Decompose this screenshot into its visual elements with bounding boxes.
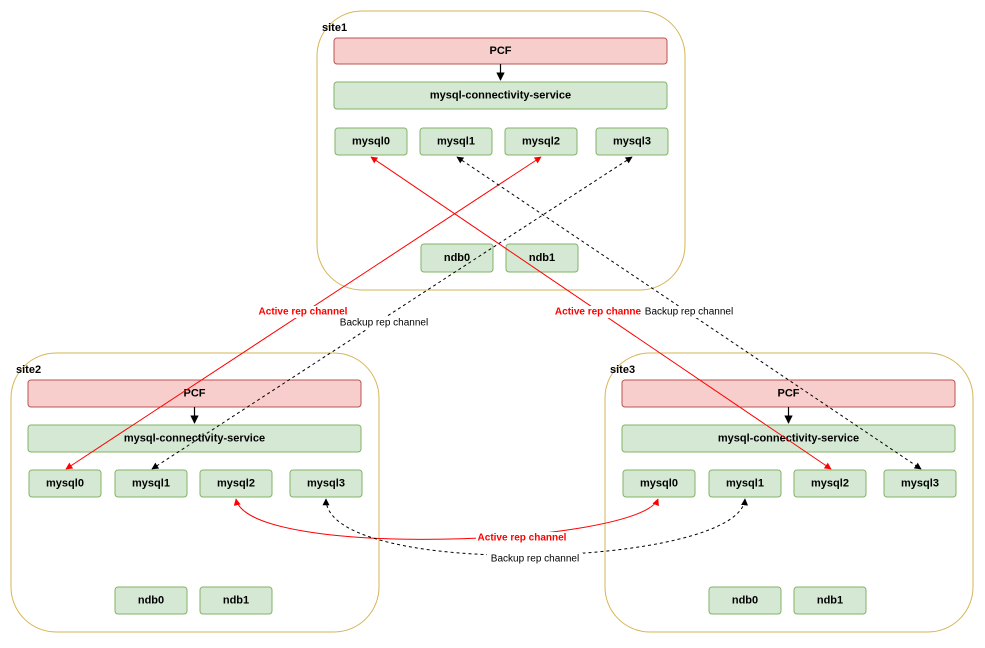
label-site2-site3-active: Active rep channel (478, 533, 567, 544)
label-site1-site3-backup: Backup rep channel (645, 307, 733, 318)
site3-ndb0-box[interactable] (708, 586, 782, 615)
site3-mysql0-box[interactable] (622, 469, 696, 498)
site1-mysql2-box[interactable] (504, 127, 578, 156)
site3-group: site3 PCF mysql-connectivity-service mys… (604, 352, 974, 633)
site3-mysql0-label: mysql0 (640, 478, 678, 490)
site1-mysql1-box[interactable] (419, 127, 493, 156)
label-site1-site2-backup: Backup rep channel (340, 318, 428, 329)
site1-group: site1 PCF mysql-connectivity-service mys… (316, 10, 686, 291)
site1-service-label: mysql-connectivity-service (430, 90, 571, 102)
site3-ndb0-label: ndb0 (732, 595, 758, 607)
site2-mysql3-label: mysql3 (307, 478, 345, 490)
site2-mysql2-box[interactable] (199, 469, 273, 498)
site1-mysql0-label: mysql0 (352, 136, 390, 148)
channel-site2-mysql2-site3-mysql0[interactable] (233, 498, 659, 540)
site1-ndb1-label: ndb1 (529, 252, 555, 264)
label-bg-site1-site3-backup (641, 306, 737, 318)
site1-label: site1 (322, 22, 347, 34)
label-site1-site2-active: Active rep channel (259, 307, 348, 318)
site2-service-label: mysql-connectivity-service (124, 433, 265, 445)
site1-service-box[interactable] (333, 81, 668, 110)
site3-ndb1-box[interactable] (793, 586, 867, 615)
site3-ndb1-label: ndb1 (817, 595, 843, 607)
site2-ndb0-label: ndb0 (138, 595, 164, 607)
site1-mysql0-box[interactable] (334, 127, 408, 156)
site2-mysql1-box[interactable] (114, 469, 188, 498)
site3-mysql2-label: mysql2 (811, 478, 849, 490)
site1-mysql3-box[interactable] (595, 127, 669, 156)
site3-mysql1-label: mysql1 (726, 478, 764, 490)
site3-mysql3-box[interactable] (883, 469, 957, 498)
site3-service-label: mysql-connectivity-service (718, 433, 859, 445)
site2-mysql2-label: mysql2 (217, 478, 255, 490)
site1-pcf-label: PCF (490, 45, 512, 57)
label-bg-site1-site3-active (555, 306, 641, 318)
site3-pcf-label: PCF (778, 388, 800, 400)
site3-mysql2-box[interactable] (793, 469, 867, 498)
site2-mysql0-label: mysql0 (46, 478, 84, 490)
site1-mysql2-label: mysql2 (522, 136, 560, 148)
label-site2-site3-backup: Backup rep channel (491, 554, 579, 565)
site1-ndb0-label: ndb0 (444, 252, 470, 264)
site3-mysql3-label: mysql3 (901, 478, 939, 490)
label-bg-site1-site2-backup (336, 317, 432, 329)
site2-mysql3-box[interactable] (289, 469, 363, 498)
site2-mysql1-label: mysql1 (132, 478, 170, 490)
channel-site2-mysql3-site3-mysql1[interactable] (322, 498, 748, 556)
site2-group: site2 PCF mysql-connectivity-service mys… (10, 352, 380, 633)
site1-mysql1-label: mysql1 (437, 136, 475, 148)
site2-ndb1-box[interactable] (199, 586, 273, 615)
site2-label: site2 (16, 364, 41, 376)
label-bg-site1-site2-active (257, 306, 349, 318)
site3-mysql1-box[interactable] (708, 469, 782, 498)
label-site1-site3-active: Active rep channe (555, 307, 642, 318)
label-bg-site2-site3-backup (487, 553, 583, 565)
site3-label: site3 (610, 364, 635, 376)
site2-mysql0-box[interactable] (28, 469, 102, 498)
site2-ndb1-label: ndb1 (223, 595, 249, 607)
site1-mysql3-label: mysql3 (613, 136, 651, 148)
site2-ndb0-box[interactable] (114, 586, 188, 615)
label-bg-site2-site3-active (476, 532, 568, 544)
